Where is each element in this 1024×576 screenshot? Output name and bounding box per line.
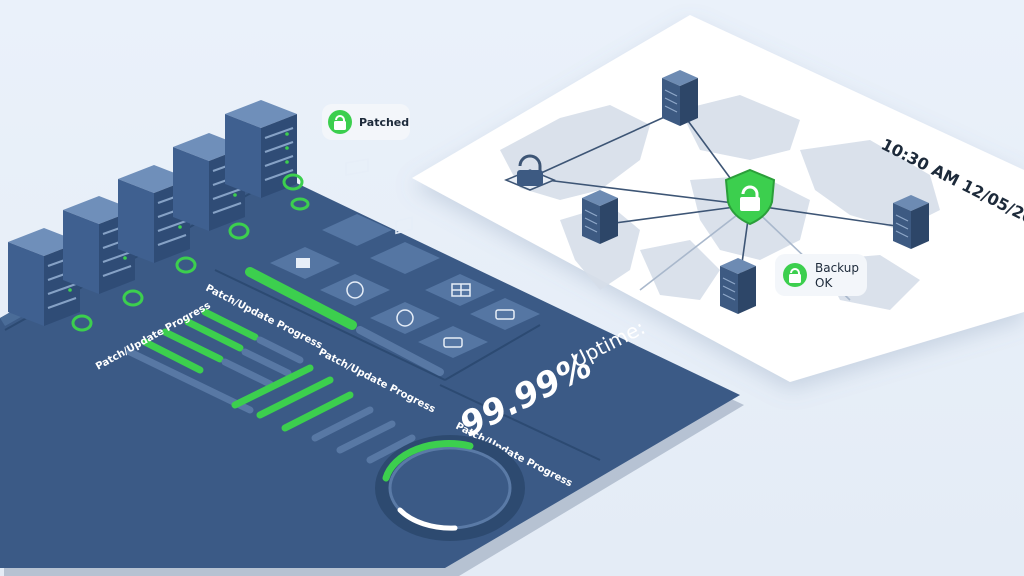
server-rack-icon bbox=[662, 70, 698, 126]
lock-icon bbox=[334, 115, 346, 130]
lock-icon bbox=[789, 268, 801, 283]
shield-lock-icon bbox=[724, 168, 776, 226]
backup-label-line1: Backup bbox=[815, 261, 859, 275]
backup-status-badge: Backup OK bbox=[775, 254, 867, 296]
icon-tile-grid bbox=[270, 158, 540, 358]
progress-bars-left bbox=[126, 308, 304, 414]
document-icon bbox=[322, 158, 392, 246]
server-rack-icon bbox=[270, 247, 340, 279]
drive-icon bbox=[418, 326, 488, 358]
clock-icon bbox=[370, 302, 440, 334]
backup-label-line2: OK bbox=[815, 276, 833, 290]
dashboard-base bbox=[0, 168, 740, 568]
server-rack-icon bbox=[893, 195, 929, 249]
server-rack-icon bbox=[225, 100, 310, 211]
grid-icon bbox=[425, 274, 495, 306]
drive-icon bbox=[470, 298, 540, 330]
server-rack-icon bbox=[720, 258, 756, 314]
progress-bars-upper bbox=[245, 267, 444, 376]
patched-label: Patched bbox=[359, 116, 409, 129]
progress-ring bbox=[375, 435, 525, 541]
patched-status-badge: Patched bbox=[322, 104, 410, 140]
server-rack-row bbox=[8, 100, 310, 332]
progress-bars-middle bbox=[231, 364, 416, 464]
lock-icon bbox=[504, 154, 556, 191]
drive-icon bbox=[370, 216, 440, 274]
server-rack-icon bbox=[582, 190, 618, 244]
clock-icon bbox=[320, 274, 390, 306]
